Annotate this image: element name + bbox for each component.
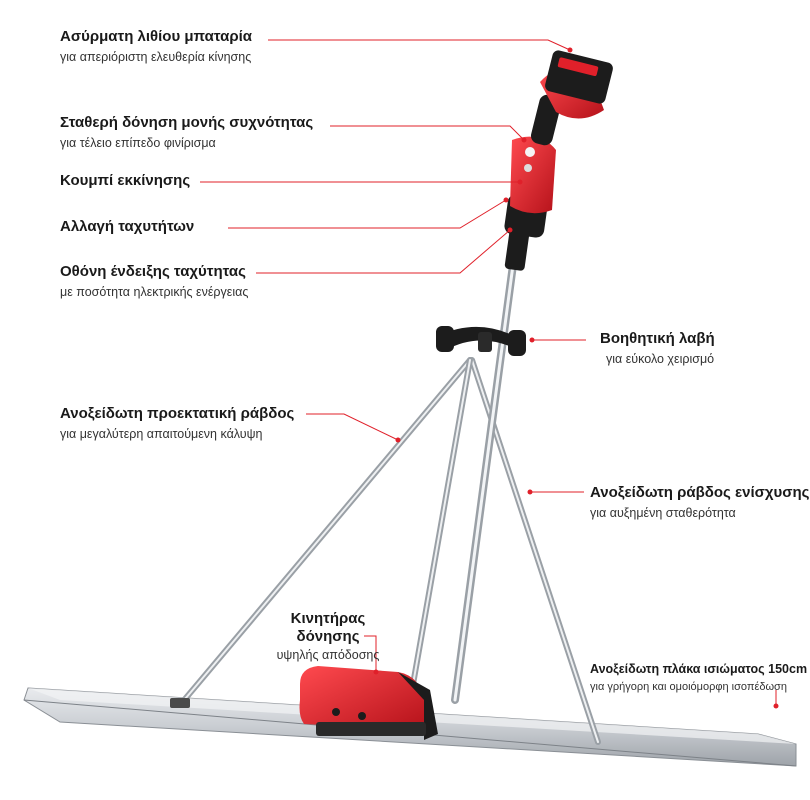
callout-title: Αλλαγή ταχυτήτων (60, 218, 195, 235)
auxiliary-handle (436, 326, 526, 356)
callout-speeds: Αλλαγή ταχυτήτων (60, 218, 194, 236)
callout-motor: Κινητήρας δόνησης υψηλής απόδοσης (268, 610, 388, 663)
rod-foot (170, 698, 190, 708)
main-shaft (451, 246, 519, 704)
callout-start: Κουμπί εκκίνησης (60, 172, 190, 190)
callout-subtitle: για γρήγορη και ομοιόμορφη ισοπέδωση (590, 681, 787, 693)
callout-subtitle: για εύκολο χειρισμό (606, 352, 715, 366)
callout-title: Ανοξείδωτη πλάκα ισιώματος 150cm (590, 662, 808, 676)
start-button-icon (524, 164, 532, 172)
tool-body (504, 50, 613, 271)
callout-title: Οθόνη ένδειξης ταχύτητας (60, 263, 246, 280)
callout-subtitle: για αυξημένη σταθερότητα (590, 506, 736, 520)
callout-handle: Βοηθητική λαβή για εύκολο χειρισμό (600, 330, 715, 367)
leader-lines (200, 39, 777, 706)
leader-extension (306, 413, 399, 441)
callout-subtitle: για τέλειο επίπεδο φινίρισμα (60, 136, 216, 150)
vibration-motor (299, 666, 438, 740)
callout-plate: Ανοξείδωτη πλάκα ισιώματος 150cm για γρή… (590, 660, 807, 695)
center-rod (409, 357, 473, 693)
callout-subtitle: με ποσότητα ηλεκτρικής ενέργειας (60, 285, 249, 299)
callout-title: Ανοξείδωτη προεκτατική ράβδος (60, 405, 295, 422)
callout-reinforce: Ανοξείδωτη ράβδος ενίσχυσης για αυξημένη… (590, 484, 810, 521)
callout-vibration: Σταθερή δόνηση μονής συχνότητας για τέλε… (60, 114, 313, 151)
callout-title: Κουμπί εκκίνησης (60, 172, 191, 189)
callout-title: Ασύρματη λιθίου μπαταρία (60, 28, 253, 45)
callout-display: Οθόνη ένδειξης ταχύτητας με ποσότητα ηλε… (60, 263, 248, 300)
callout-title: Βοηθητική λαβή (600, 330, 715, 347)
speed-display-icon (525, 147, 535, 157)
extension-rod (177, 357, 473, 708)
leader-speeds (228, 199, 507, 229)
callout-extension: Ανοξείδωτη προεκτατική ράβδος για μεγαλύ… (60, 405, 294, 442)
callout-subtitle: για μεγαλύτερη απαιτούμενη κάλυψη (60, 427, 263, 441)
callout-title-line2: δόνησης (296, 628, 360, 645)
leader-motor (364, 635, 377, 672)
callout-title: Ανοξείδωτη ράβδος ενίσχυσης (590, 484, 810, 501)
leader-display (256, 229, 511, 274)
callout-subtitle: για απεριόριστη ελευθερία κίνησης (60, 50, 252, 64)
leader-battery (268, 39, 571, 51)
callout-battery: Ασύρματη λιθίου μπαταρία για απεριόριστη… (60, 28, 252, 65)
callout-subtitle: υψηλής απόδοσης (276, 648, 380, 662)
leader-dots (373, 47, 779, 709)
callout-title: Σταθερή δόνηση μονής συχνότητας (60, 114, 314, 131)
callout-title-line1: Κινητήρας (290, 610, 366, 627)
leader-vibration (330, 125, 525, 141)
